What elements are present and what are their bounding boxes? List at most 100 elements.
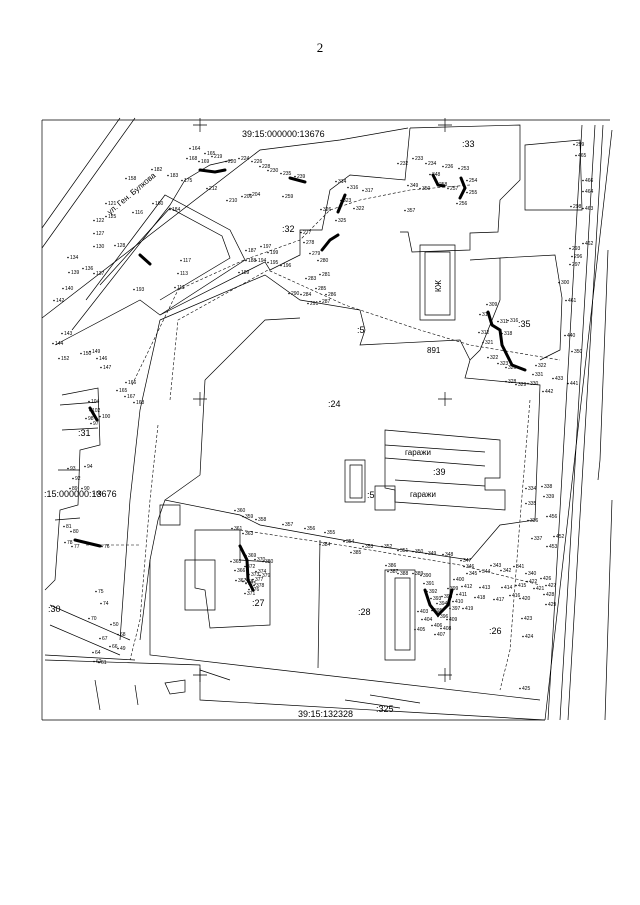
survey-point-marker: [575, 154, 577, 157]
building-vertical-label: КЖ: [434, 279, 443, 292]
survey-point-marker: [245, 259, 247, 262]
survey-point-label: 144: [55, 341, 64, 347]
survey-point-marker: [569, 247, 571, 250]
survey-point-label: 349: [410, 183, 419, 189]
survey-point-label: 104: [91, 399, 100, 405]
survey-point-label: 442: [545, 389, 554, 395]
survey-point-marker: [387, 570, 389, 573]
survey-point-label: 298: [573, 204, 582, 210]
survey-point-label: 70: [91, 616, 97, 622]
survey-point-marker: [234, 509, 236, 512]
survey-point-label: 350: [422, 186, 431, 192]
survey-point-label: 365: [233, 559, 242, 565]
survey-point-label: 391: [426, 581, 435, 587]
survey-point-marker: [304, 527, 306, 530]
survey-point-marker: [244, 565, 246, 568]
survey-point-marker: [99, 415, 101, 418]
survey-point-marker: [453, 578, 455, 581]
survey-point-label: 280: [320, 258, 329, 264]
survey-point-label: 433: [555, 376, 564, 382]
survey-point-label: 322: [490, 355, 499, 361]
survey-point-marker: [64, 541, 66, 544]
survey-point-label: 168: [136, 400, 145, 406]
survey-point-label: 219: [214, 154, 223, 160]
survey-point-marker: [571, 350, 573, 353]
survey-point-marker: [114, 244, 116, 247]
survey-point-label: 226: [254, 159, 263, 165]
survey-point-label: 195: [270, 260, 279, 266]
survey-point-label: 255: [469, 190, 478, 196]
survey-point-label: 76: [104, 544, 110, 550]
survey-point-label: 415: [518, 583, 527, 589]
survey-point-label: 422: [529, 579, 538, 585]
survey-point-label: 210: [229, 198, 238, 204]
survey-point-label: 187: [248, 248, 257, 254]
survey-point-label: 465: [578, 153, 587, 159]
survey-point-label: 100: [102, 414, 111, 420]
survey-point-label: 410: [455, 599, 464, 605]
survey-point-marker: [466, 572, 468, 575]
survey-point-marker: [353, 207, 355, 210]
survey-point-marker: [251, 160, 253, 163]
survey-point-marker: [527, 382, 529, 385]
parcel-891-label: 891: [427, 346, 441, 355]
parcel-5-label-south: :5: [367, 490, 375, 500]
survey-point-marker: [542, 390, 544, 393]
survey-point-marker: [68, 271, 70, 274]
parcel-27-label: :27: [252, 598, 265, 608]
survey-point-label: 371: [247, 591, 256, 597]
survey-point-label: 236: [445, 164, 454, 170]
survey-point-marker: [61, 332, 63, 335]
survey-point-label: 349: [428, 551, 437, 557]
survey-point-marker: [565, 299, 567, 302]
survey-point-marker: [582, 179, 584, 182]
survey-point-label: 158: [128, 176, 137, 182]
survey-point-label: 395: [434, 608, 443, 614]
survey-point-label: 456: [549, 514, 558, 520]
survey-point-label: 81: [66, 524, 72, 530]
survey-point-label: 387: [390, 569, 399, 575]
survey-point-marker: [497, 320, 499, 323]
survey-point-label: 279: [312, 251, 321, 257]
survey-point-label: 235: [283, 171, 292, 177]
survey-point-marker: [582, 190, 584, 193]
survey-point-label: 75: [98, 589, 104, 595]
survey-point-marker: [245, 582, 247, 585]
survey-point-marker: [69, 487, 71, 490]
survey-point-label: 345: [469, 571, 478, 577]
survey-point-label: 234: [428, 161, 437, 167]
survey-point-label: 239: [297, 174, 306, 180]
survey-point-marker: [95, 590, 97, 593]
survey-point-marker: [362, 189, 364, 192]
survey-point-marker: [174, 286, 176, 289]
survey-point-label: 312: [481, 330, 490, 336]
survey-point-marker: [80, 352, 82, 355]
garages-label-1: гаражи: [405, 448, 431, 457]
survey-point-marker: [425, 162, 427, 165]
survey-point-marker: [442, 165, 444, 168]
survey-point-label: 152: [61, 356, 70, 362]
survey-point-marker: [325, 293, 327, 296]
survey-point-marker: [507, 319, 509, 322]
survey-point-marker: [466, 179, 468, 182]
survey-point-marker: [267, 169, 269, 172]
survey-point-label: 325: [338, 218, 347, 224]
survey-point-label: 175: [184, 178, 193, 184]
survey-point-label: 421: [536, 586, 545, 592]
survey-point-marker: [93, 492, 95, 495]
survey-point-marker: [397, 572, 399, 575]
survey-point-label: 466: [585, 178, 594, 184]
survey-point-label: 291: [310, 301, 319, 307]
survey-point-marker: [420, 574, 422, 577]
parcel-35-label: :35: [518, 319, 531, 329]
survey-point-marker: [305, 277, 307, 280]
parcel-31-label: :31: [78, 428, 91, 438]
survey-point-label: 285: [318, 286, 327, 292]
survey-point-label: 399: [450, 586, 459, 592]
survey-point-label: 463: [585, 206, 594, 212]
survey-point-label: 384: [322, 542, 331, 548]
survey-point-label: 253: [461, 166, 470, 172]
survey-point-label: 323: [500, 361, 509, 367]
survey-point-marker: [242, 515, 244, 518]
